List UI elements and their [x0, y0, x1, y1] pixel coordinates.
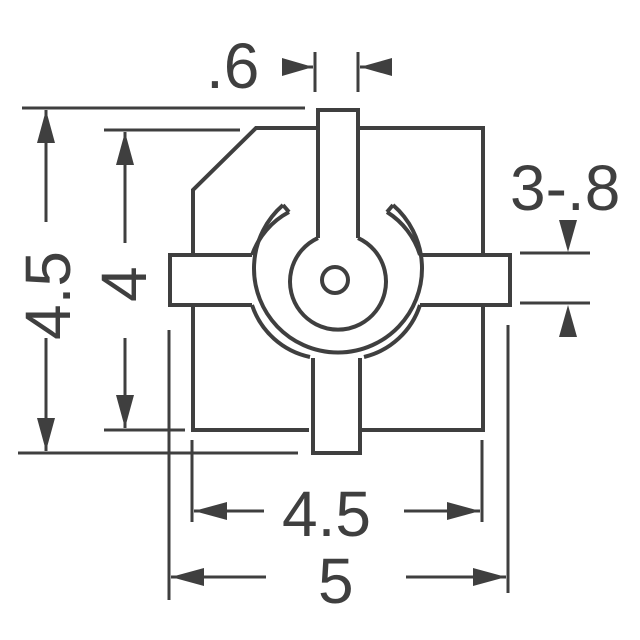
label-overall-height: 4.5	[12, 251, 84, 340]
arc-ends	[281, 203, 395, 214]
dim-body-width: 4.5	[194, 478, 480, 550]
extension-lines	[18, 52, 590, 600]
dim-overall-width: 5	[171, 545, 506, 617]
wiper-disk	[288, 236, 388, 332]
rotor-inner-arc	[250, 210, 422, 359]
label-top-terminal-width: .6	[206, 30, 259, 102]
label-body-width: 4.5	[282, 478, 371, 550]
body-outline	[191, 126, 485, 432]
center-hole	[320, 265, 350, 295]
dim-overall-height: 4.5	[12, 110, 84, 451]
right-terminal	[420, 253, 512, 307]
dim-top-terminal-width: .6	[206, 30, 392, 102]
rotor-outer-arc	[252, 203, 424, 355]
component-outline	[168, 108, 512, 455]
label-body-height: 4	[88, 266, 160, 302]
dim-side-terminal-width: 3-.8	[510, 152, 620, 337]
bottom-terminal	[311, 358, 362, 455]
label-overall-width: 5	[318, 545, 354, 617]
left-terminal	[168, 253, 252, 307]
label-side-terminal-width: 3-.8	[510, 152, 620, 224]
dim-body-height: 4	[88, 132, 160, 428]
top-terminal	[316, 108, 360, 238]
